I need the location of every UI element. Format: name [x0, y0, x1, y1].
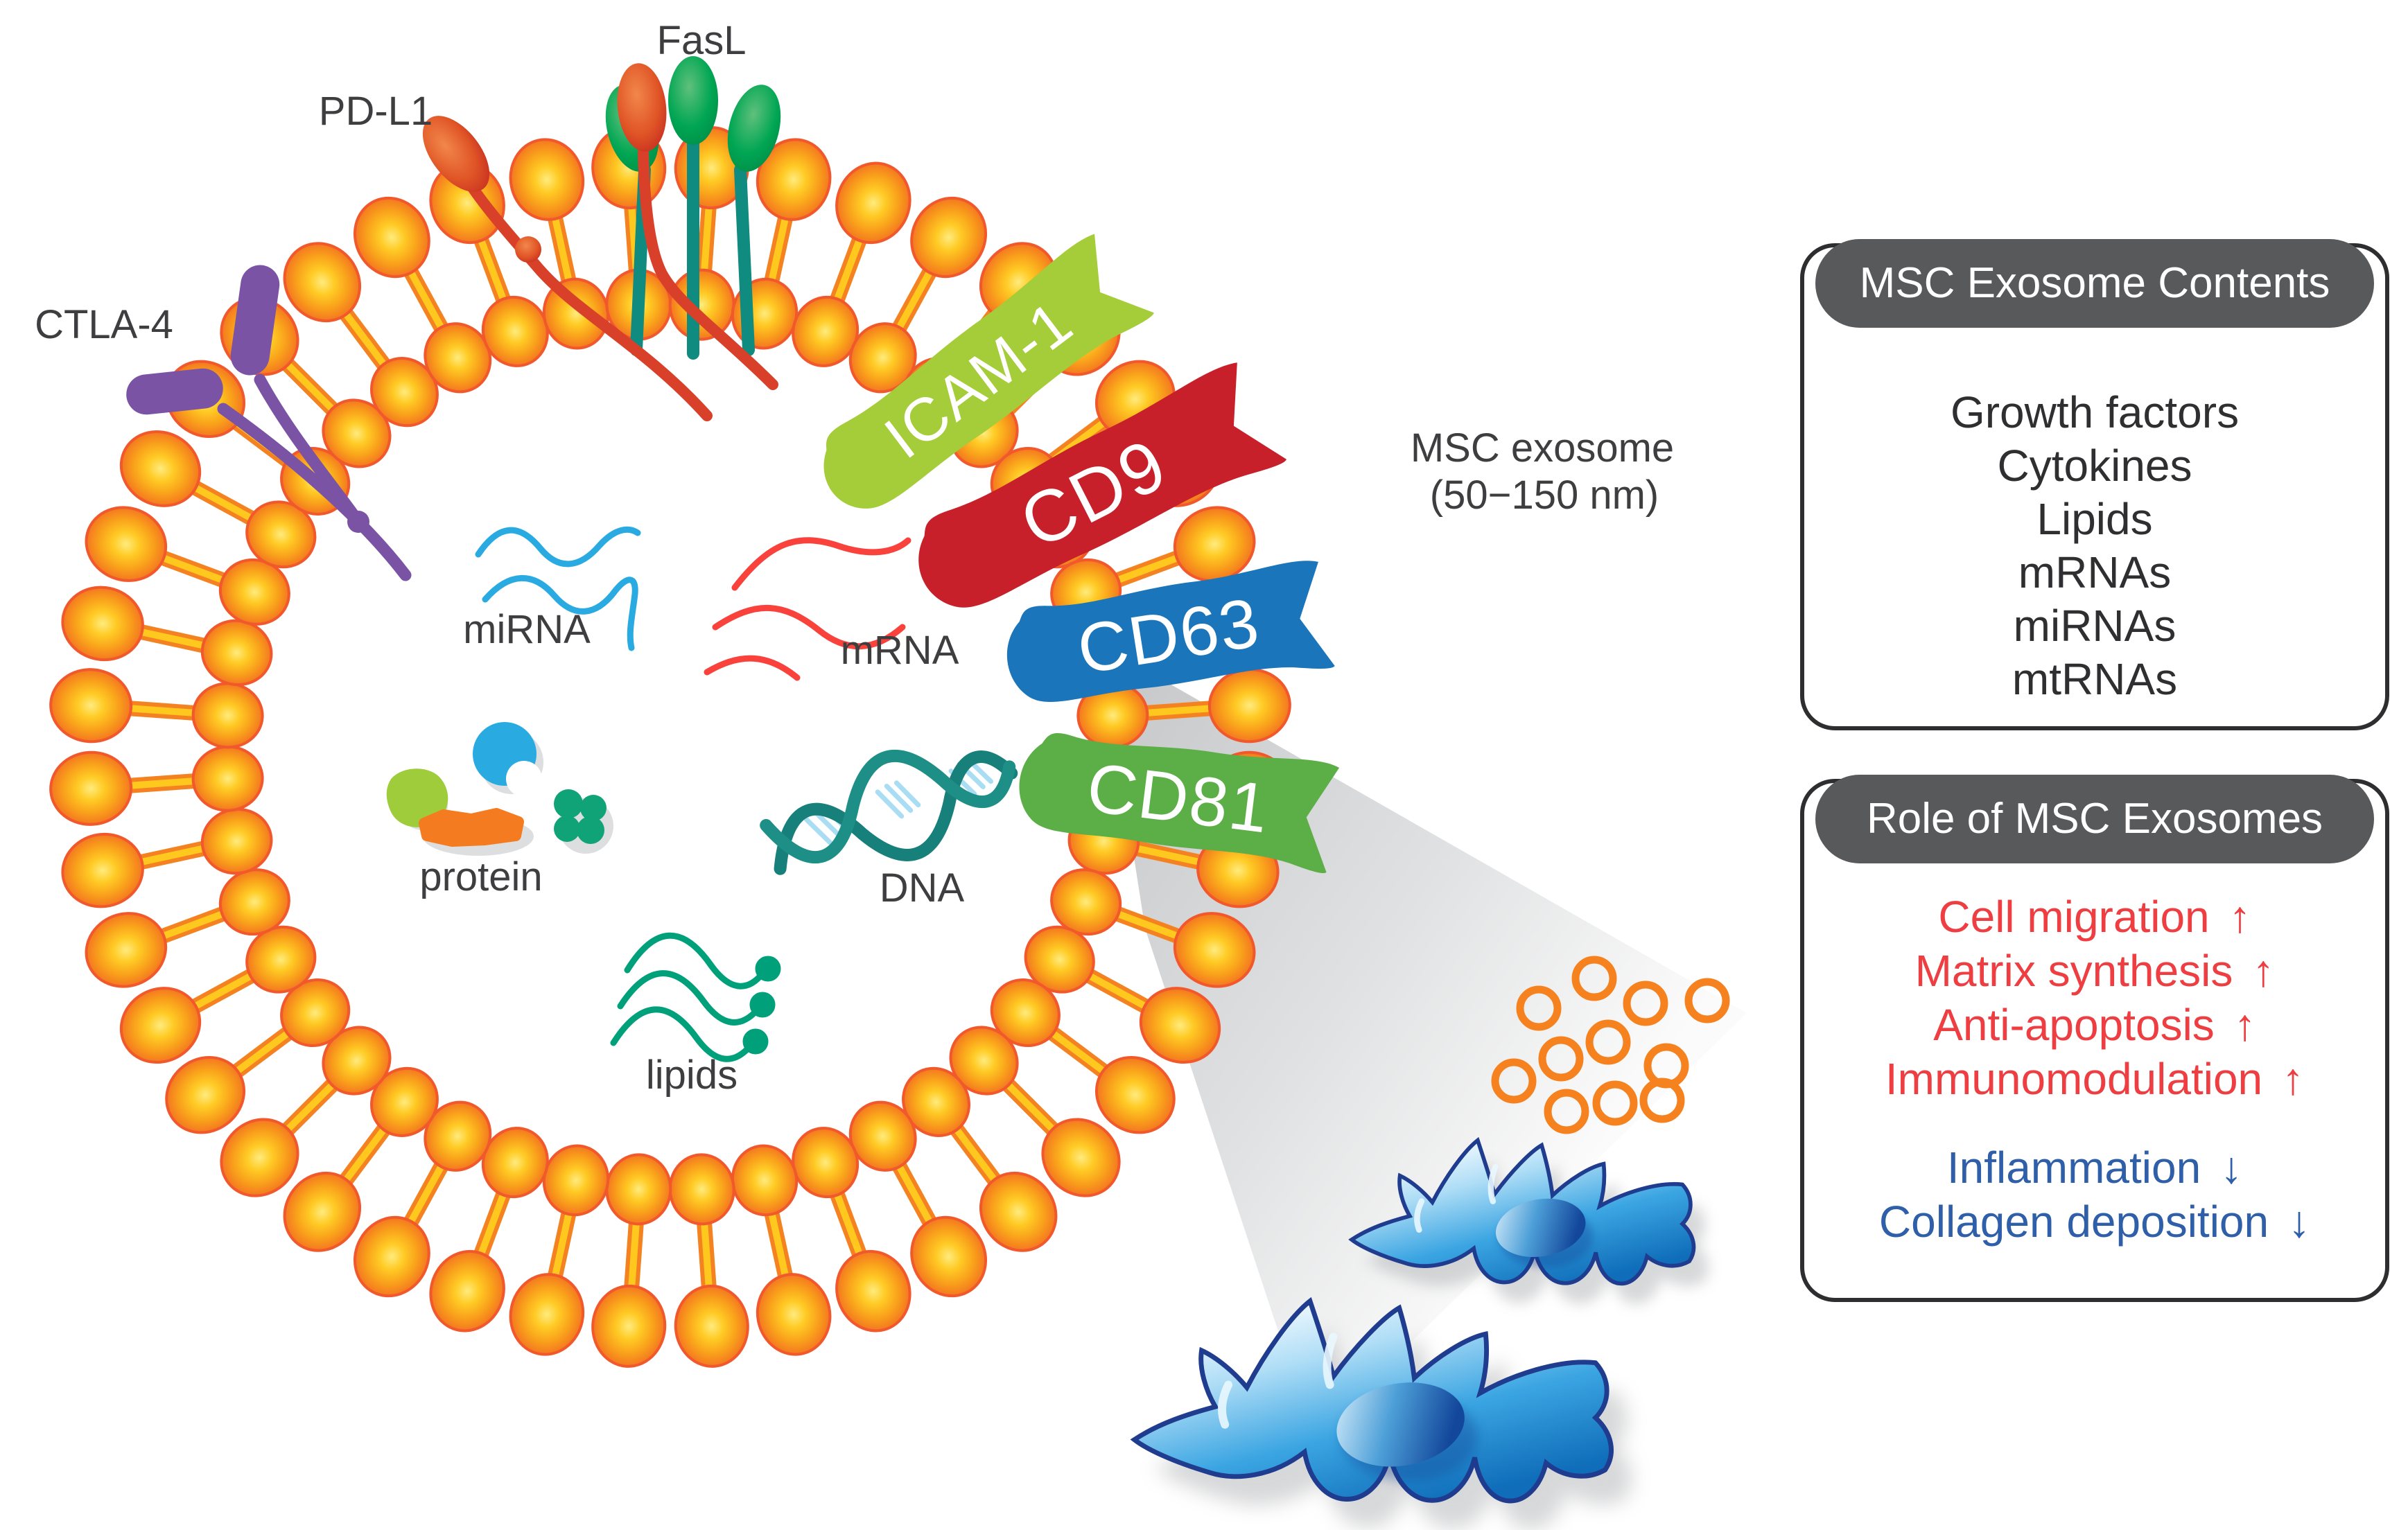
- lipid-unit: [1050, 868, 1256, 988]
- lipid-bilayer-membrane: [49, 126, 1291, 1368]
- dna-icon: [760, 749, 1018, 875]
- lipid-unit: [353, 196, 492, 394]
- lipid-unit: [61, 807, 273, 908]
- role-up-item: Anti-apoptosis↑: [1933, 1000, 2256, 1050]
- lipid-unit: [902, 1066, 1058, 1252]
- lipid-unit: [353, 1100, 492, 1298]
- exosome-rings: [1491, 956, 1730, 1134]
- lipid-unit: [165, 978, 351, 1134]
- lipid-unit: [848, 1100, 988, 1298]
- mrna-icon: [704, 537, 911, 681]
- lipid-unit: [119, 925, 317, 1064]
- lipid-unit: [119, 430, 317, 569]
- contents-item: Lipids: [2036, 494, 2153, 544]
- contents-item: mRNAs: [2018, 547, 2172, 597]
- role-down-item: Collagen deposition↓: [1878, 1197, 2311, 1247]
- contents-item: Cytokines: [1997, 441, 2192, 491]
- role-up-item: Immunomodulation↑: [1885, 1054, 2305, 1104]
- cd63-banner: CD63: [999, 558, 1335, 718]
- mirna-label: miRNA: [463, 607, 591, 652]
- lipid-unit: [792, 1127, 911, 1333]
- lipid-unit: [429, 1127, 549, 1333]
- contents-item: miRNAs: [2013, 601, 2176, 651]
- role-up-item: Cell migration↑: [1938, 892, 2251, 942]
- ctla4-protein: [126, 265, 412, 581]
- lipid-unit: [591, 1153, 672, 1368]
- roles-panel: Cell migration↑ Matrix synthesis↑ Anti-a…: [1800, 779, 2389, 1302]
- contents-panel-header: MSC Exosome Contents: [1815, 239, 2374, 328]
- msc-cell-large: [1135, 1301, 1632, 1530]
- cd81-banner: CD81: [1013, 725, 1340, 874]
- fasl-label: FasL: [657, 18, 747, 63]
- lipid-unit: [429, 161, 549, 367]
- lipid-unit: [61, 586, 273, 687]
- lipid-unit: [949, 1026, 1121, 1197]
- lipids-label: lipids: [646, 1053, 738, 1098]
- lipid-unit: [848, 196, 988, 394]
- lipid-unit: [509, 138, 610, 350]
- mirna-icon: [475, 526, 641, 651]
- pdl1-protein: [422, 63, 778, 421]
- exosome-title: MSC exosome: [1411, 425, 1674, 471]
- contents-item: mtRNAs: [2012, 654, 2178, 704]
- roles-panel-header: Role of MSC Exosomes: [1815, 775, 2374, 863]
- lipid-unit: [85, 506, 290, 626]
- protein-icon: [386, 722, 613, 856]
- lipid-unit: [283, 242, 439, 428]
- role-up-item: Matrix synthesis↑: [1914, 946, 2275, 996]
- lipid-unit: [49, 668, 264, 749]
- ctla4-label: CTLA-4: [35, 302, 173, 347]
- protein-label: protein: [419, 854, 542, 899]
- lipid-unit: [283, 1066, 439, 1252]
- exosome-size: (50−150 nm): [1430, 473, 1659, 518]
- dna-label: DNA: [880, 865, 965, 911]
- lipid-unit: [668, 1153, 749, 1368]
- contents-item: Growth factors: [1950, 387, 2240, 437]
- mrna-label: mRNA: [841, 628, 959, 673]
- pdl1-label: PD-L1: [319, 89, 433, 134]
- lipid-unit: [49, 745, 264, 826]
- lipid-unit: [1024, 925, 1221, 1064]
- lipid-unit: [85, 868, 290, 988]
- lipid-unit: [731, 1144, 832, 1356]
- msc-cell-small: [1352, 1141, 1709, 1305]
- lipid-unit: [509, 1144, 610, 1356]
- lipid-unit: [220, 1026, 392, 1197]
- lipids-icon: [610, 932, 781, 1062]
- role-down-item: Inflammation↓: [1946, 1143, 2243, 1193]
